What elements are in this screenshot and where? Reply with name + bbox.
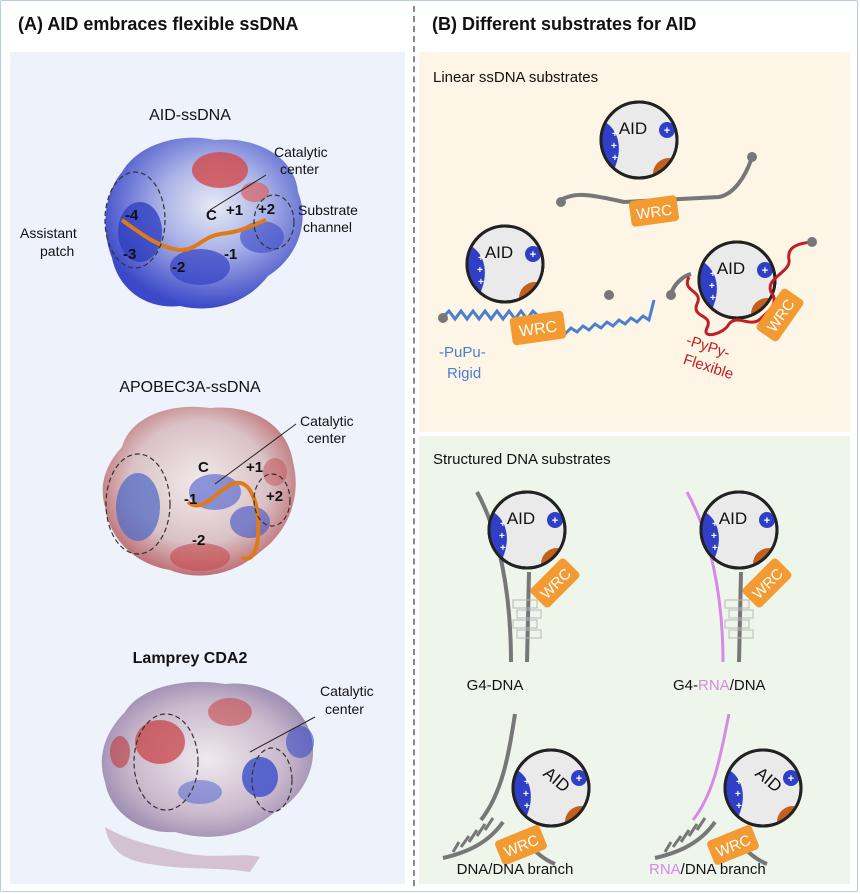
aid-label-top: AID [619,119,647,138]
linear-section-title: Linear ssDNA substrates [433,69,598,86]
lamprey-right-ring [251,747,293,813]
apobec3a-pos-plus1: +1 [246,459,263,476]
dna-branch-label: DNA/DNA branch [457,861,574,878]
wrc-box-g4-rna [742,558,792,608]
rigid-label: Rigid [447,365,481,382]
aid-pos-minus4: -4 [125,207,139,224]
aid-ssdna-strand [120,218,267,253]
aid-pos-plus1: +1 [226,202,243,219]
g4-rna-dna-diagram: AID WRC G4-RNA/DNA [673,492,792,694]
aid-label-g4-rna: AID [719,509,747,528]
wrc-label-top: WRC [635,202,673,224]
apobec3a-right-ring [253,473,291,527]
panel-divider [413,6,415,886]
aid-pos-c: C [206,207,217,224]
aid-center-label: center [280,161,319,177]
apobec3a-surface [102,406,296,576]
aid-channel-label: channel [303,219,352,235]
panel-b-title: (B) Different substrates for AID [432,14,697,34]
wrc-box-top [628,195,680,227]
aid-patch-label: patch [40,243,74,259]
apobec3a-strand [186,480,261,561]
g4-dna-label: G4-DNA [467,677,524,694]
lamprey-cda2-title: Lamprey CDA2 [133,650,248,667]
apobec3a-left-ring [105,453,171,555]
lamprey-cda2-surface [101,681,314,872]
aid-pos-plus2: +2 [258,201,275,218]
apobec3a-catalytic-label: Catalytic [300,413,354,429]
panel-a-title: (A) AID embraces flexible ssDNA [18,14,299,34]
apobec3a-pos-minus2: -2 [192,532,205,549]
lamprey-catalytic-pointer [249,716,316,753]
linear-case-neutral: AID WRC [556,102,757,227]
wrc-label-rigid: WRC [518,318,558,340]
aid-catalytic-label: Catalytic [274,144,328,160]
g4-rna-dna-label: G4-RNA/DNA [673,677,766,694]
wrc-box-flexible [756,288,804,342]
rna-branch-label: RNA/DNA branch [649,861,766,878]
lamprey-left-ring [133,713,199,811]
aid-assistant-label: Assistant [20,225,77,241]
pupu-label: -PuPu- [439,344,486,361]
rna-branch-diagram: AID WRC RNA/DNA branch [649,713,809,878]
apobec3a-pos-minus1: -1 [184,491,197,508]
lamprey-catalytic-label: Catalytic [320,683,374,699]
catalytic-center-pointer [209,174,267,211]
panel-a: AID-ssDNA Catalytic center Substrate cha… [10,52,405,884]
g4-dna-diagram: AID WRC G4-DNA [467,492,580,694]
substrate-channel-ring [253,194,295,250]
apobec3a-pos-c: C [198,459,209,476]
wrc-box-dna-branch [495,825,547,865]
wrc-box-rigid [509,310,567,346]
structured-section-title: Structured DNA substrates [433,451,611,468]
wrc-box-rna-branch [707,825,759,865]
aid-label-flexible: AID [717,259,745,278]
apobec3a-pos-plus2: +2 [266,488,283,505]
linear-case-rigid: AID WRC -PuPu- Rigid [438,226,656,382]
apobec3a-catalytic-pointer [214,423,297,485]
apobec3a-ssdna-title: APOBEC3A-ssDNA [119,379,261,396]
dna-branch-diagram: AID WRC DNA/DNA branch [442,713,597,878]
aid-label-rigid: AID [485,243,513,262]
lamprey-center-label: center [325,701,364,717]
apobec3a-center-label: center [307,430,346,446]
aid-label-g4-dna: AID [507,509,535,528]
aid-pos-minus1: -1 [224,246,237,263]
aid-pos-minus2: -2 [172,259,185,276]
aid-ssdna-title: AID-ssDNA [149,107,231,124]
assistant-patch-ring [104,171,166,269]
panel-b: + + + + Linear ssDNA substrates AID WRC … [419,52,850,884]
aid-pos-minus3: -3 [123,246,136,263]
wrc-box-g4-dna [530,558,580,608]
aid-substrate-label: Substrate [298,202,358,218]
